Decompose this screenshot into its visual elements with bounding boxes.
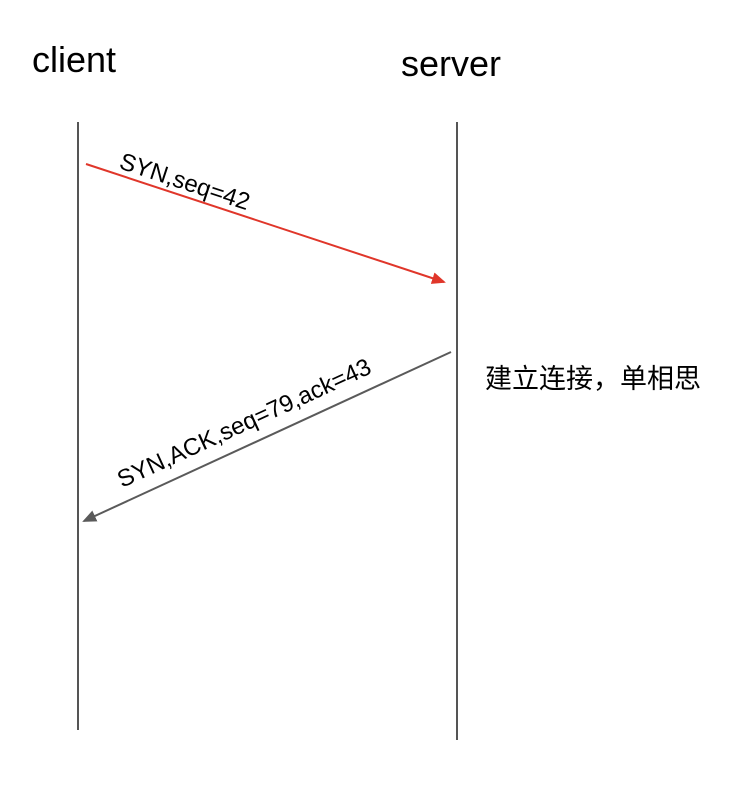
syn-label: SYN,seq=42 xyxy=(116,148,253,216)
syn-ack-arrow xyxy=(82,351,452,522)
client-label: client xyxy=(32,39,116,80)
server-label: server xyxy=(401,43,501,84)
connection-annotation: 建立连接，单相思 xyxy=(485,364,701,394)
syn-arrow xyxy=(85,163,446,284)
syn-ack-label: SYN,ACK,seq=79,ack=43 xyxy=(113,354,375,494)
